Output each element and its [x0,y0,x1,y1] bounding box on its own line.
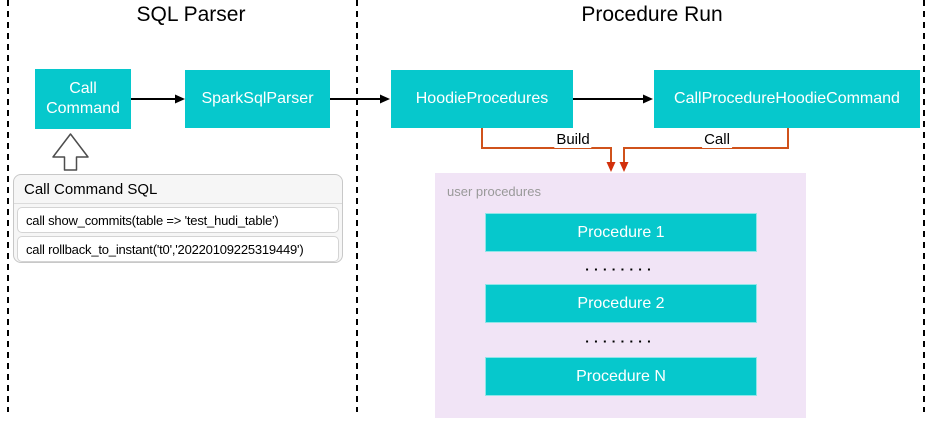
call-command-sql-card: Call Command SQL call show_commits(table… [13,174,343,263]
build-connector [481,128,616,172]
section-border-left [7,0,9,412]
user-procedures-panel: user procedures Procedure 1 ▪▪▪▪▪▪▪▪ Pro… [435,173,806,418]
ellipsis-dots: ▪▪▪▪▪▪▪▪ [585,265,657,274]
user-procedures-label: user procedures [447,184,541,199]
arrow-sparksqlparser-to-hoodieprocedures [330,94,390,104]
spark-sql-parser-node: SparkSqlParser [185,70,330,128]
section-divider [356,0,358,412]
hoodie-procedures-node: HoodieProcedures [391,70,573,128]
build-edge-label: Build [554,131,592,148]
arrow-hoodieprocedures-to-callprocedure [573,94,653,104]
ellipsis-dots: ▪▪▪▪▪▪▪▪ [585,337,657,346]
sql-parser-section-title: SQL Parser [136,3,246,26]
arrow-callcommand-to-sparksqlparser [131,94,185,104]
call-edge-label: Call [702,131,732,148]
procedure-2-box: Procedure 2 [485,284,757,323]
call-procedure-hoodie-command-node: CallProcedureHoodieCommand [654,70,920,128]
procedure-1-box: Procedure 1 [485,213,757,252]
hollow-up-arrow-icon [52,133,89,171]
section-border-right [923,0,925,412]
sql-card-title: Call Command SQL [14,175,342,204]
procedure-n-box: Procedure N [485,357,757,396]
call-command-node: Call Command [35,69,131,129]
sql-statement-row: call rollback_to_instant('t0','202201092… [17,236,339,262]
sql-statement-row: call show_commits(table => 'test_hudi_ta… [17,207,339,233]
procedure-run-section-title: Procedure Run [581,3,723,26]
